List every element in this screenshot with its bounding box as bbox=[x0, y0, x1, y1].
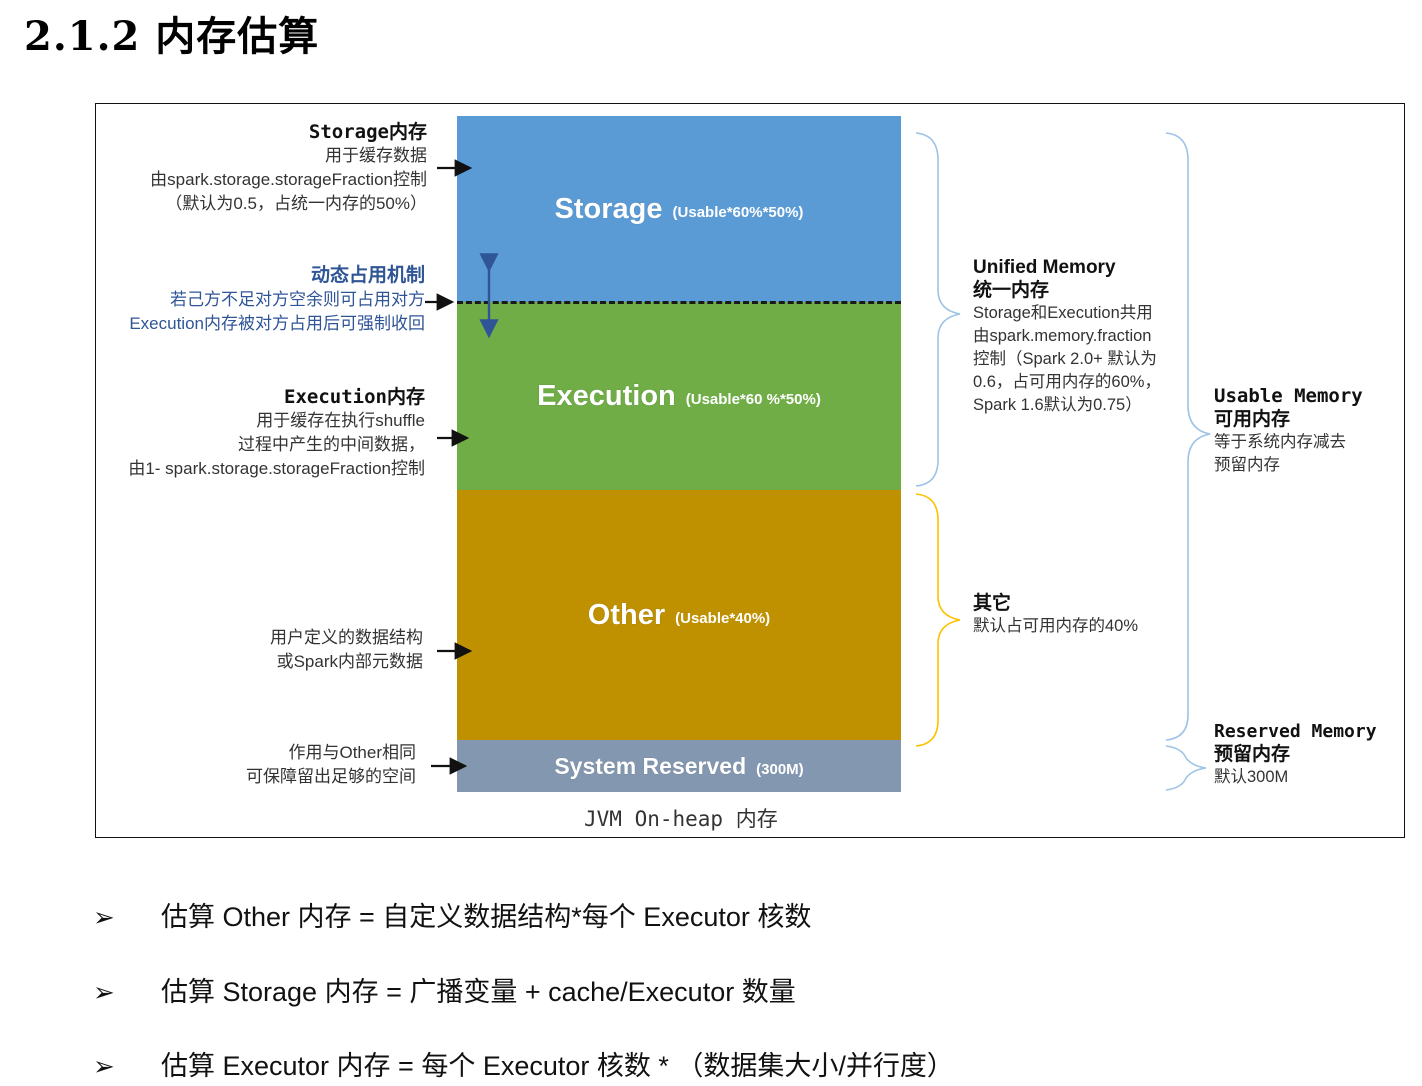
other-memory-brace bbox=[915, 493, 961, 747]
reserved-memory-line1: 默认300M bbox=[1214, 768, 1289, 786]
execution-block-name: Execution bbox=[537, 379, 676, 412]
execution-annotation-line3: 由1- spark.storage.storageFraction控制 bbox=[128, 459, 425, 478]
section-heading: 2.1.2 内存估算 bbox=[24, 13, 320, 60]
execution-annotation-line1: 用于缓存在执行shuffle bbox=[256, 411, 425, 430]
unified-memory-line5: Spark 1.6默认为0.75） bbox=[973, 396, 1142, 414]
storage-block: Storage (Usable*60%*50%) bbox=[457, 116, 901, 302]
storage-annotation-title: Storage内存 bbox=[308, 121, 427, 143]
unified-memory-title: Unified Memory bbox=[973, 257, 1116, 278]
other-memory-line1: 默认占可用内存的40% bbox=[973, 617, 1139, 635]
unified-memory-line2: 由spark.memory.fraction bbox=[973, 327, 1152, 345]
storage-block-formula: (Usable*60%*50%) bbox=[672, 203, 804, 221]
system-reserved-block: System Reserved (300M) bbox=[457, 740, 901, 792]
execution-annotation-line2: 过程中产生的中间数据， bbox=[238, 435, 425, 454]
other-block: Other (Usable*40%) bbox=[457, 490, 901, 740]
dynamic-annotation-line2: Execution内存被对方占用后可强制收回 bbox=[129, 314, 425, 333]
other-annotation: 用户定义的数据结构 或Spark内部元数据 bbox=[270, 626, 423, 674]
storage-block-name: Storage bbox=[554, 192, 663, 225]
bullet-item: ➢ 估算 Executor 内存 = 每个 Executor 核数 * （数据集大… bbox=[93, 1044, 954, 1083]
usable-memory-line2: 预留内存 bbox=[1214, 456, 1280, 474]
bullet-item: ➢ 估算 Other 内存 = 自定义数据结构*每个 Executor 核数 bbox=[93, 895, 811, 934]
unified-memory-line4: 0.6，占可用内存的60%， bbox=[973, 373, 1161, 391]
system-block-formula: (300M) bbox=[756, 760, 804, 778]
execution-annotation-title: Execution内存 bbox=[284, 386, 425, 408]
storage-annotation-line3: （默认为0.5，占统一内存的50%） bbox=[165, 194, 427, 213]
execution-block-formula: (Usable*60 %*50%) bbox=[685, 390, 821, 408]
reserved-memory-title-cn: 预留内存 bbox=[1214, 744, 1291, 765]
storage-annotation-line1: 用于缓存数据 bbox=[325, 146, 427, 165]
dynamic-annotation-title: 动态占用机制 bbox=[310, 265, 425, 286]
usable-memory-line1: 等于系统内存减去 bbox=[1214, 433, 1346, 451]
bullet-text: 估算 Other 内存 = 自定义数据结构*每个 Executor 核数 bbox=[161, 902, 812, 932]
usable-memory-annotation: Usable Memory 可用内存 等于系统内存减去 预留内存 bbox=[1214, 385, 1363, 477]
storage-annotation-line2: 由spark.storage.storageFraction控制 bbox=[150, 170, 427, 189]
system-annotation-line1: 作用与Other相同 bbox=[288, 743, 416, 762]
reserved-memory-brace bbox=[1165, 745, 1207, 791]
diagram-frame bbox=[95, 103, 1405, 838]
unified-memory-brace bbox=[915, 132, 961, 487]
other-memory-annotation: 其它 默认占可用内存的40% bbox=[973, 592, 1138, 638]
bullet-item: ➢ 估算 Storage 内存 = 广播变量 + cache/Executor 数… bbox=[93, 970, 796, 1009]
other-block-name: Other bbox=[587, 598, 666, 631]
usable-memory-title-cn: 可用内存 bbox=[1214, 409, 1291, 430]
bullet-text: 估算 Executor 内存 = 每个 Executor 核数 * （数据集大小… bbox=[161, 1051, 954, 1081]
storage-execution-boundary bbox=[457, 301, 901, 304]
other-block-formula: (Usable*40%) bbox=[675, 609, 771, 627]
other-annotation-line2: 或Spark内部元数据 bbox=[276, 652, 423, 671]
unified-memory-annotation: Unified Memory 统一内存 Storage和Execution共用 … bbox=[973, 256, 1161, 417]
bullet-text: 估算 Storage 内存 = 广播变量 + cache/Executor 数量 bbox=[161, 977, 796, 1007]
dynamic-annotation: 动态占用机制 若己方不足对方空余则可占用对方 Execution内存被对方占用后… bbox=[129, 264, 425, 336]
execution-block: Execution (Usable*60 %*50%) bbox=[457, 302, 901, 490]
usable-memory-title: Usable Memory bbox=[1214, 385, 1363, 407]
unified-memory-title-cn: 统一内存 bbox=[973, 280, 1050, 301]
reserved-memory-title: Reserved Memory bbox=[1214, 721, 1377, 742]
bullet-arrow-icon: ➢ bbox=[93, 1051, 115, 1081]
bullet-arrow-icon: ➢ bbox=[93, 902, 115, 932]
unified-memory-line3: 控制（Spark 2.0+ 默认为 bbox=[973, 350, 1157, 368]
other-annotation-line1: 用户定义的数据结构 bbox=[270, 628, 423, 647]
system-annotation-line2: 可保障留出足够的空间 bbox=[246, 767, 416, 786]
bullet-arrow-icon: ➢ bbox=[93, 977, 115, 1007]
reserved-memory-annotation: Reserved Memory 预留内存 默认300M bbox=[1214, 720, 1377, 789]
other-memory-title: 其它 bbox=[973, 593, 1012, 614]
usable-memory-brace bbox=[1165, 132, 1211, 741]
diagram-caption: JVM On-heap 内存 bbox=[584, 807, 778, 831]
storage-annotation: Storage内存 用于缓存数据 由spark.storage.storageF… bbox=[150, 120, 427, 216]
dynamic-annotation-line1: 若己方不足对方空余则可占用对方 bbox=[170, 290, 425, 309]
system-block-name: System Reserved bbox=[554, 752, 747, 779]
execution-annotation: Execution内存 用于缓存在执行shuffle 过程中产生的中间数据， 由… bbox=[128, 385, 425, 481]
system-annotation: 作用与Other相同 可保障留出足够的空间 bbox=[246, 741, 416, 789]
unified-memory-line1: Storage和Execution共用 bbox=[973, 304, 1153, 322]
